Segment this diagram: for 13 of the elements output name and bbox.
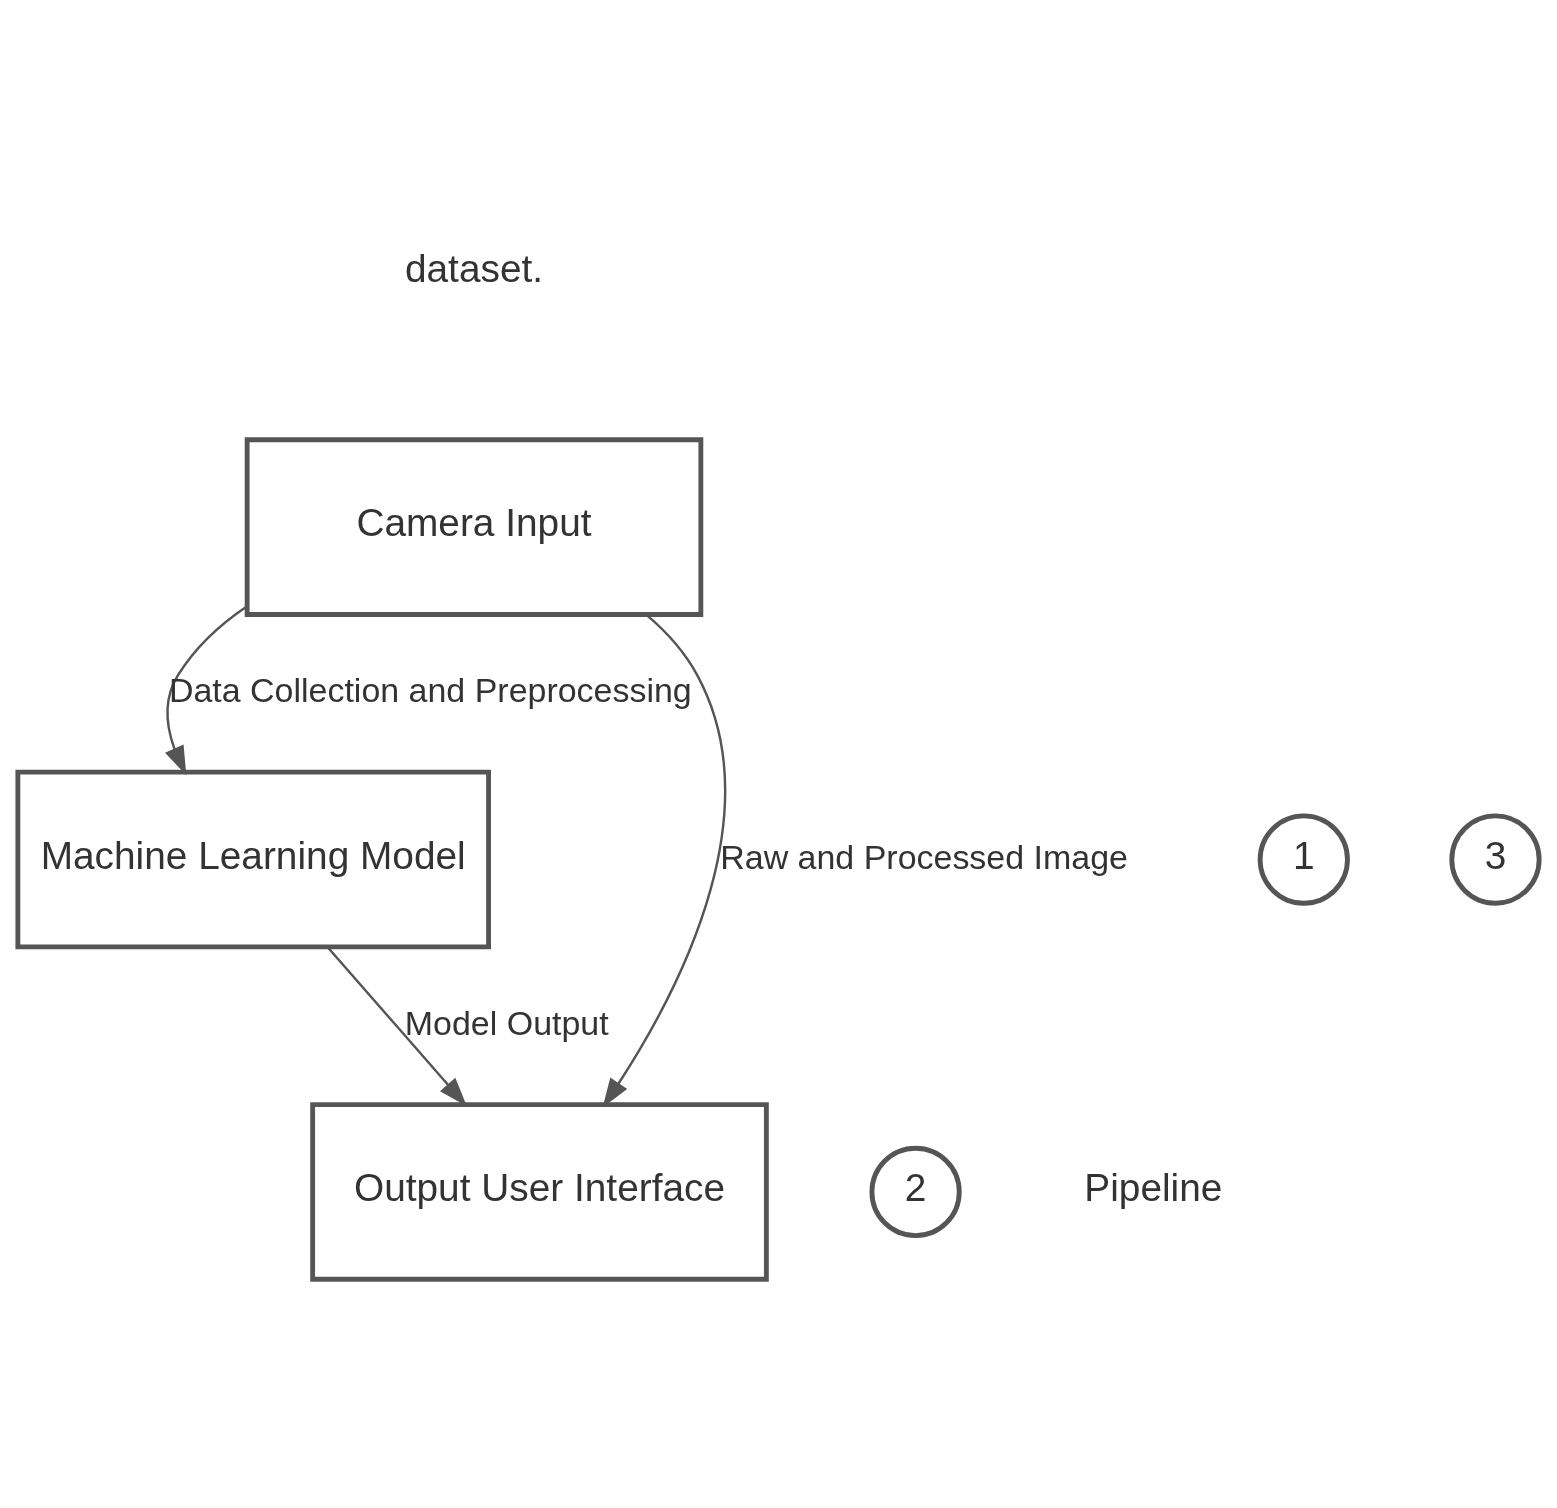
edge-label: Raw and Processed Image [720,837,1128,876]
arrow [602,613,727,1108]
node-box: Camera Input [244,437,704,617]
arrow [165,605,248,776]
label: dataset. [404,246,544,290]
node-box: Output User Interface [310,1102,769,1282]
edge-label: Model Output [404,1003,609,1042]
edge-label: Data Collection and Preprocessing [168,671,692,710]
node-circle: 1 [1257,813,1350,906]
label: Pipeline [1084,1166,1223,1210]
node-circle: 3 [1449,813,1542,906]
node-box: Machine Learning Model [15,769,491,950]
node-circle: 2 [869,1145,962,1239]
